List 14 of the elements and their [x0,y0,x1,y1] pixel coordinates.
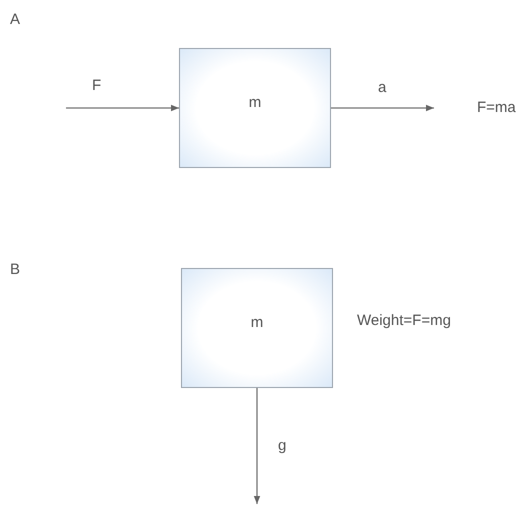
edge-label: a [378,80,386,95]
panel-label: B [10,262,20,277]
acceleration-arrow [331,104,434,112]
edge-label: F [92,78,102,93]
mass-block [179,48,331,168]
edge-label: g [278,438,286,453]
panel-label: A [10,12,20,27]
gravity-arrow [254,388,260,504]
equation-label: Weight=F=mg [357,313,451,328]
force-arrow [66,104,179,112]
equation-label: F=ma [477,100,516,115]
mass-label: m [250,314,264,330]
mass-label: m [248,94,262,110]
mass-block [181,268,333,388]
